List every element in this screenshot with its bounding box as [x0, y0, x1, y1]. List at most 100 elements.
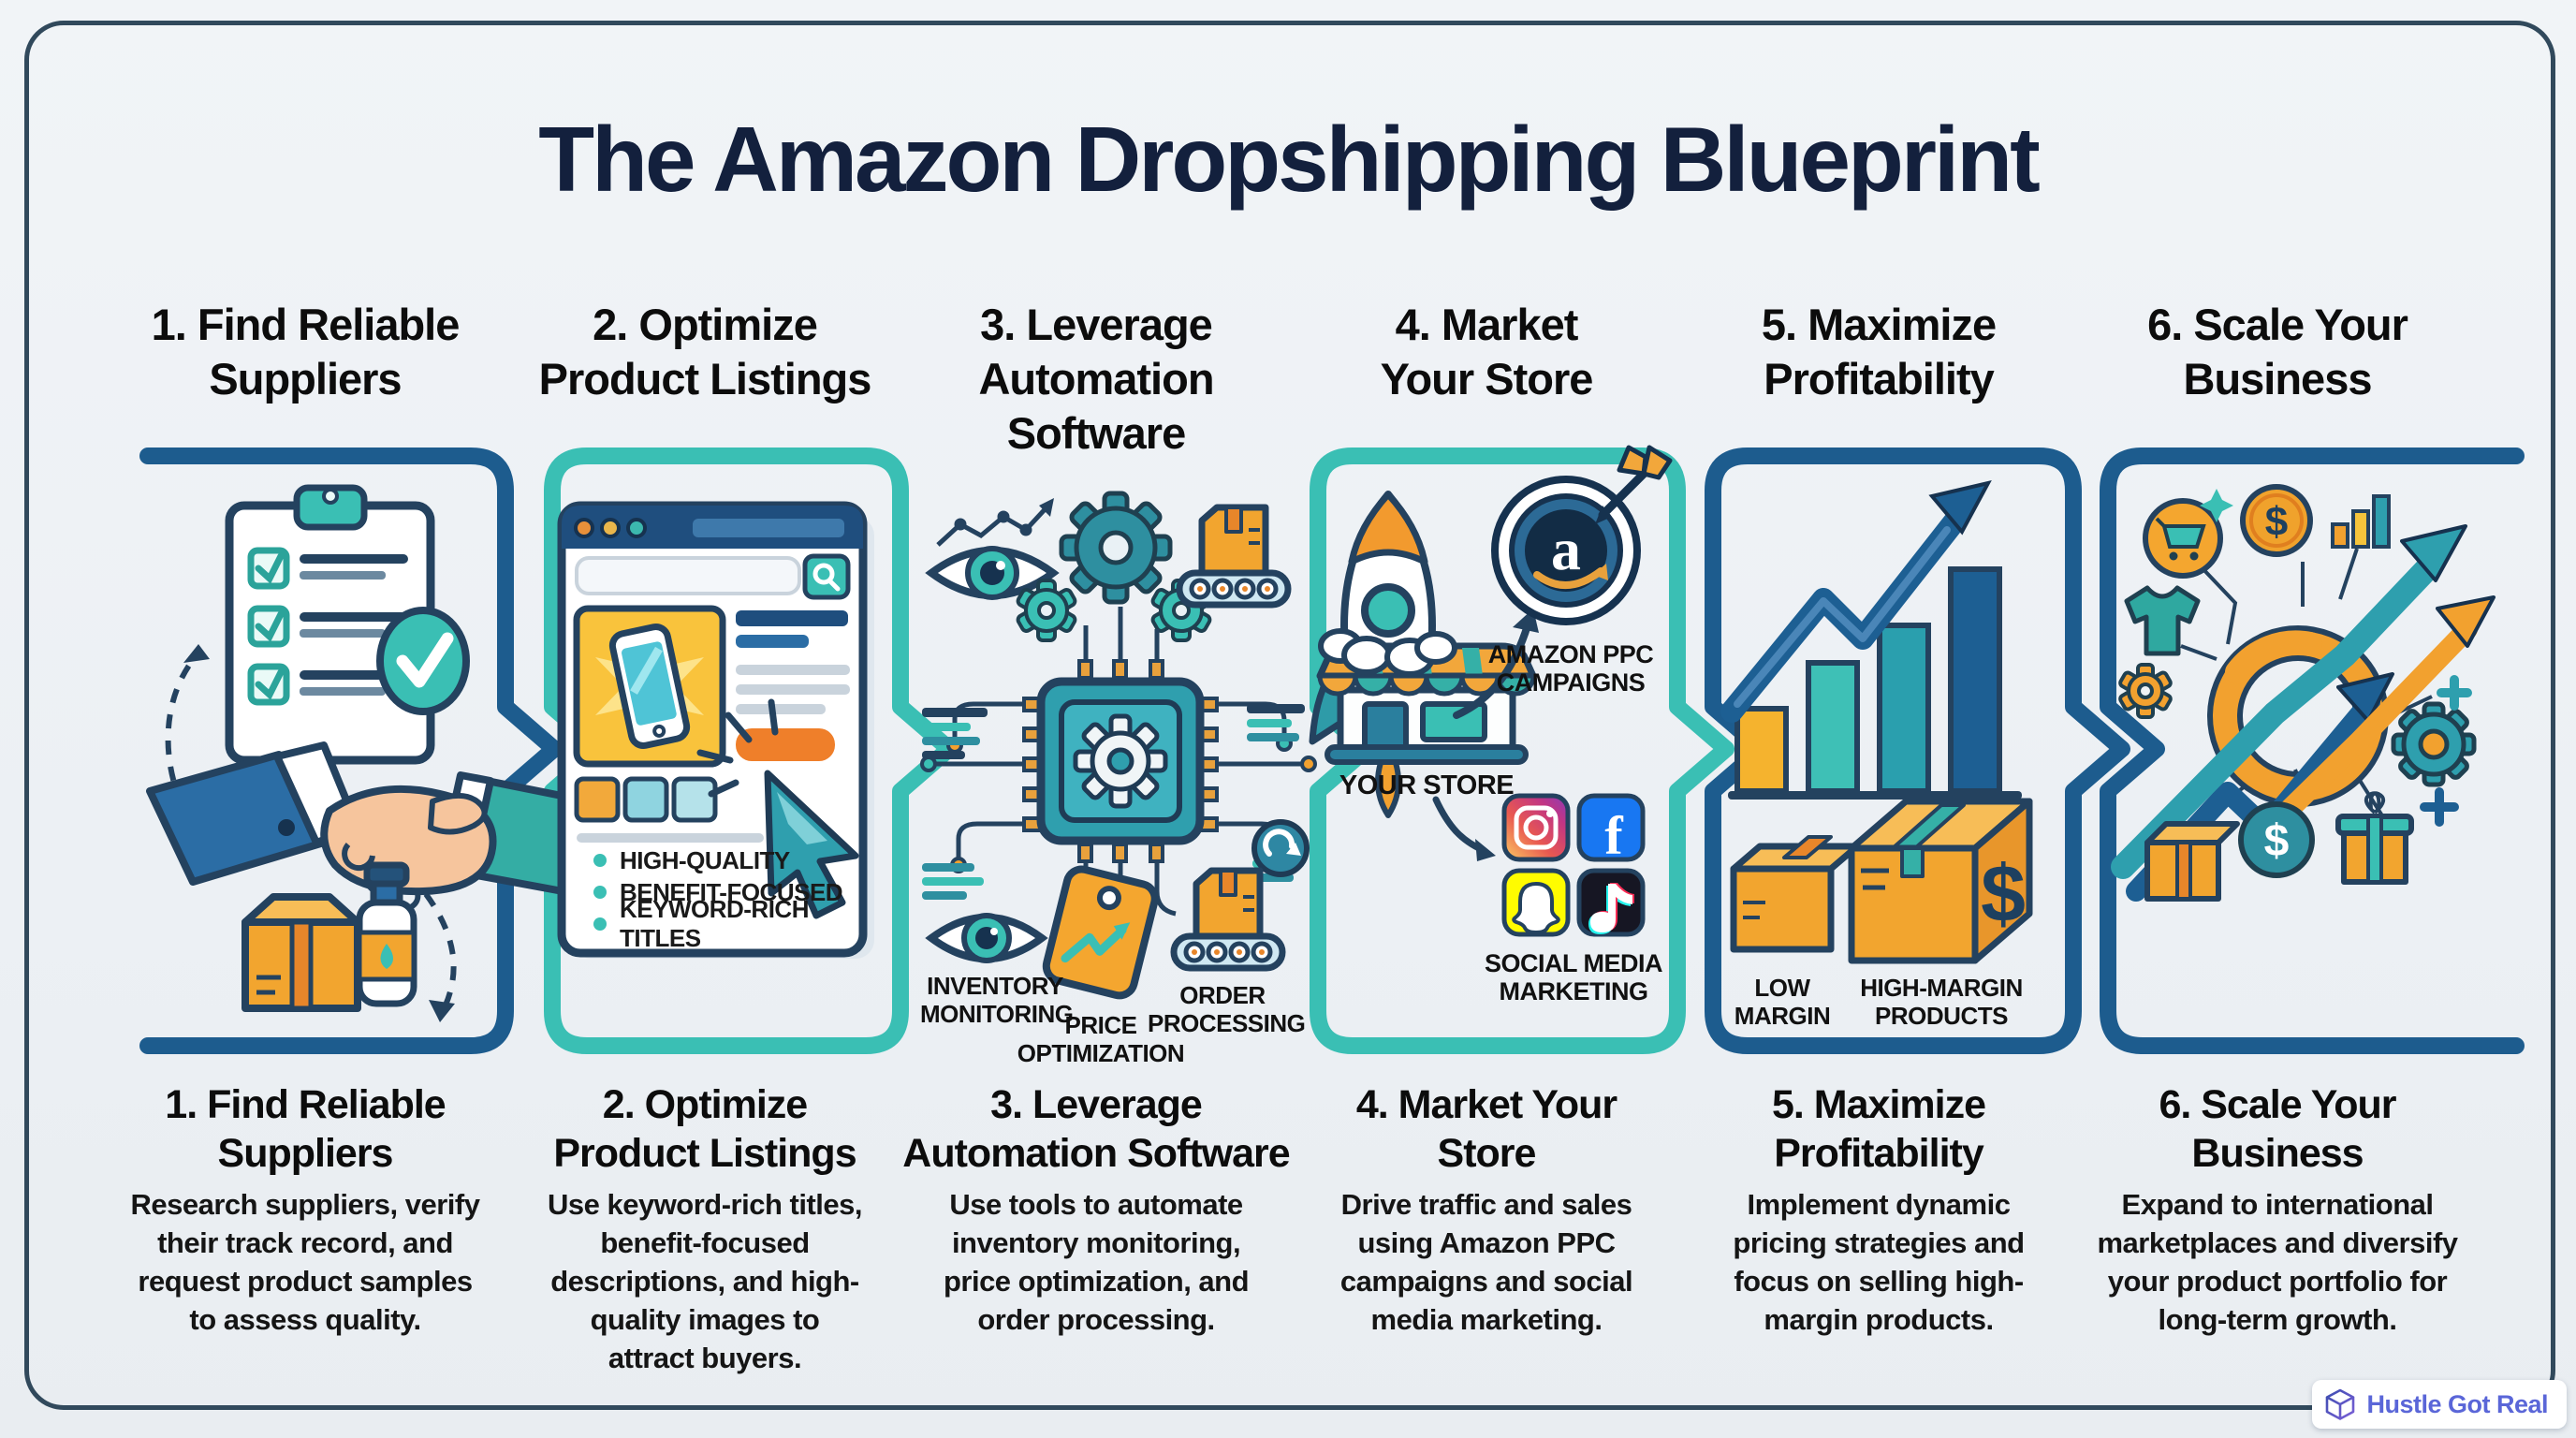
order-processing-label: ORDER PROCESSING	[1148, 981, 1306, 1037]
product-photo-icon	[573, 605, 726, 768]
small-box-icon	[1730, 835, 1861, 953]
check-badge-icon	[376, 607, 470, 715]
sparkle-icon	[2200, 489, 2233, 522]
logo-text: Hustle Got Real	[2366, 1389, 2548, 1418]
your-store-label: YOUR STORE	[1339, 770, 1515, 800]
package-box-icon	[242, 893, 361, 1012]
data-list-icon	[922, 704, 1305, 900]
gift-box-icon	[2335, 791, 2414, 885]
plus-icon	[2437, 675, 2472, 711]
instagram-icon	[1501, 793, 1571, 862]
step1-description: Research suppliers, verify their track r…	[130, 1188, 480, 1336]
dollar-glyph: $	[2265, 499, 2288, 545]
handshake-icon	[146, 741, 603, 912]
dashed-arrow-down-icon	[423, 892, 457, 1022]
bar-chart-icon	[1728, 566, 2022, 800]
panel-frames	[139, 448, 2525, 1054]
mini-bar-chart-icon	[2331, 494, 2391, 549]
listing-bullet-list: HIGH-QUALITY BENEFIT-FOCUSED KEYWORD-RIC…	[593, 844, 884, 952]
amazon-ppc-label: AMAZON PPC CAMPAIGNS	[1487, 640, 1654, 697]
social-media-label: SOCIAL MEDIA MARKETING	[1484, 949, 1663, 1005]
price-tag-icon	[1042, 865, 1159, 1000]
gear-small-icon	[1016, 579, 1077, 642]
tiktok-icon	[1576, 868, 1646, 937]
high-margin-label: HIGH-MARGIN PRODUCTS	[1860, 974, 2023, 1030]
facebook-icon: f	[1576, 793, 1646, 866]
list-item: HIGH-QUALITY	[593, 844, 884, 876]
amazon-a-glyph: a	[1551, 516, 1581, 582]
step6-description: Expand to international marketplaces and…	[2097, 1188, 2458, 1336]
panel2-art	[557, 501, 874, 959]
page-title: The Amazon Dropshipping Blueprint	[538, 108, 2040, 211]
dart-icon	[1595, 445, 1673, 524]
dollar-coin-icon: $	[2240, 484, 2313, 557]
smartphone-icon	[608, 624, 691, 749]
price-optimization-label: PRICE OPTIMIZATION	[1017, 1011, 1185, 1067]
panel4-art: a f	[1309, 445, 1673, 937]
gear-icon	[2391, 701, 2477, 787]
clipboard-checklist-icon	[225, 484, 470, 765]
growth-arrow-icon	[1720, 480, 1992, 723]
buy-button-icon	[736, 728, 835, 761]
snapchat-icon	[1501, 868, 1571, 937]
conveyor-belt-icon	[1176, 504, 1292, 609]
step3-description: Use tools to automate inventory monitori…	[943, 1188, 1250, 1336]
inventory-monitoring-label: INVENTORY MONITORING	[920, 972, 1074, 1028]
panel3-art	[920, 491, 1317, 1000]
facebook-f-glyph: f	[1604, 805, 1623, 866]
bullet-dot-icon	[593, 917, 607, 931]
supplement-bottle-icon	[356, 861, 417, 1007]
panel2-frame	[544, 448, 958, 1054]
bullet-dot-icon	[593, 854, 607, 867]
cursor-click-icon	[696, 698, 859, 919]
panel1-frame	[139, 448, 563, 1054]
cpu-chip-icon	[1022, 659, 1219, 863]
low-margin-label: LOW MARGIN	[1734, 974, 1831, 1030]
conveyor-belt-icon	[1170, 867, 1286, 972]
amazon-target-icon: a	[1491, 445, 1673, 625]
dollar-glyph: $	[1981, 849, 2026, 939]
big-box-dollar-icon: $	[1848, 798, 2033, 964]
arrow-to-social-icon	[1432, 796, 1496, 861]
package-box-icon	[2144, 821, 2240, 902]
cube-logo-icon	[2326, 1388, 2355, 1420]
gear-small-icon	[2118, 663, 2173, 719]
dot-icon	[2306, 773, 2325, 792]
panel5-art: $	[1720, 480, 2033, 964]
bullet-dot-icon	[593, 886, 607, 899]
shopping-cart-icon	[2143, 498, 2223, 579]
list-item: BENEFIT-FOCUSED	[593, 876, 884, 908]
eye-icon	[925, 913, 1048, 963]
dashed-arrow-up-icon	[165, 644, 210, 830]
smoke-cloud-icon	[1318, 628, 1457, 677]
panel4-frame	[1310, 448, 1734, 1054]
eye-icon	[925, 546, 1060, 600]
t-shirt-icon	[2124, 585, 2201, 656]
dollar-coin-teal-icon: $	[2238, 801, 2315, 878]
monitoring-graph-icon	[936, 498, 1054, 547]
panel6-art: $	[2111, 484, 2496, 902]
panel1-art	[146, 484, 603, 1022]
step5-description: Implement dynamic pricing strategies and…	[1733, 1188, 2025, 1336]
gear-icon	[1059, 491, 1173, 605]
dollar-glyph: $	[2264, 816, 2290, 866]
panel5-frame	[1705, 448, 2130, 1054]
panel6-frame	[2100, 448, 2525, 1054]
sync-circle-icon	[1251, 819, 1310, 877]
step2-description: Use keyword-rich titles, benefit-focused…	[547, 1188, 863, 1374]
hustle-got-real-logo[interactable]: Hustle Got Real	[2312, 1380, 2567, 1429]
list-item: KEYWORD-RICH TITLES	[593, 895, 884, 952]
